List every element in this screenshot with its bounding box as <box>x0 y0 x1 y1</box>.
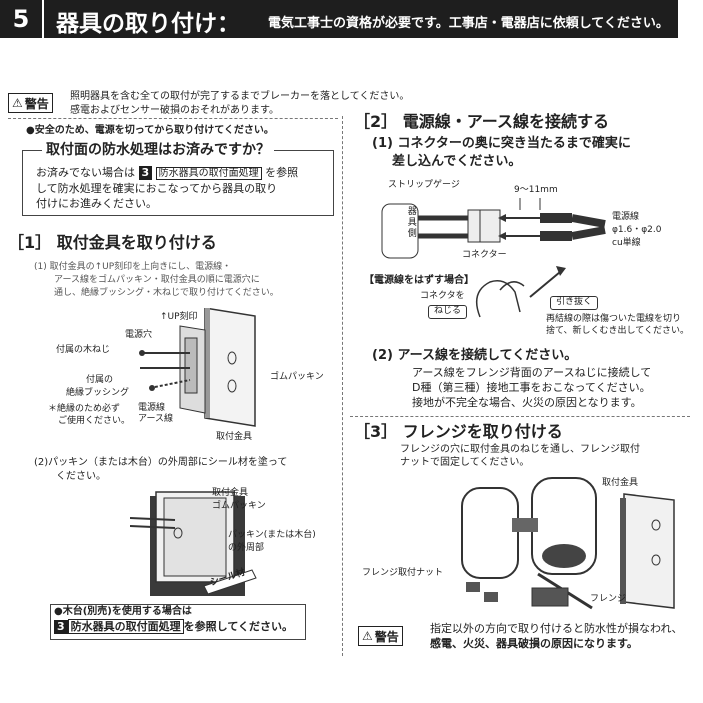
section1-step1-line2: アース線をゴムパッキン・取付金具の順に電源穴に <box>54 275 260 285</box>
bottom-warning-line1: 指定以外の方向で取り付けると防水性が損なわれ、 <box>430 622 683 635</box>
label-connector-rotate: コネクタを <box>420 291 465 301</box>
bracket-install-diagram <box>139 308 256 427</box>
label-power-hole: 電源穴 <box>125 330 153 340</box>
bottom-warning-badge: ⚠警告 <box>358 626 403 646</box>
label-connector: コネクター <box>462 250 507 260</box>
section1-step2-line1: (2)パッキン（または木台）の外周部にシール材を塗って <box>34 457 288 468</box>
label-power-wire: 電源線 <box>138 403 166 413</box>
label-wire2: φ1.6・φ2.0 <box>612 225 662 235</box>
top-warning-line1: 照明器具を含む全ての取付が完了するまでブレーカーを落としてください。 <box>70 91 410 102</box>
section2-step2-line2: D種（第三種）接地工事をおこなってください。 <box>412 381 651 394</box>
section-number: 5 <box>0 0 44 38</box>
label-flange: フレンジ <box>590 594 627 604</box>
label-flange-nut: フレンジ取付ナット <box>362 568 444 578</box>
label-wire3: cu単線 <box>612 238 641 248</box>
label-bushing-note2: ご使用ください。 <box>58 416 131 426</box>
section2-step1-line1: (1) コネクターの奥に突き当たるまで確実に <box>372 136 631 151</box>
label-strip-gauge: ストリップゲージ <box>388 180 460 190</box>
waterproof-box-line1: お済みでない場合は 3 防水器具の取付面処理 を参照 <box>36 166 299 181</box>
label2-packing-outer1: パッキン(または木台) <box>228 530 316 540</box>
waterproof-box-line3: 付けにお進みください。 <box>36 197 157 210</box>
label2-bracket: 取付金具 <box>212 488 249 498</box>
label-wire1: 電源線 <box>612 212 640 222</box>
section-header: 5 器具の取り付け： 電気工事士の資格が必要です。工事店・電器店に依頼してくださ… <box>0 0 678 38</box>
label-up-mark: ↑UP刻印 <box>160 312 198 322</box>
reuse-note1: 再結線の際は傷ついた電線を切り <box>546 314 682 324</box>
reuse-note2: 捨て、新しくむき出してください。 <box>546 326 690 336</box>
column-divider <box>342 116 343 656</box>
top-warning-line2: 感電およびセンサー破損のおそれがあります。 <box>70 105 279 116</box>
label-bushing2: 絶縁ブッシング <box>66 388 130 398</box>
label-bushing1: 付属の <box>86 375 114 385</box>
waterproof-box-line2: して防水処理を確実におこなってから器具の取り <box>36 182 278 195</box>
label2-packing-outer2: の外周部 <box>228 543 265 553</box>
label-fixture-side: 器具側 <box>405 206 416 239</box>
top-warning-badge: ⚠警告 <box>8 93 53 113</box>
section2-step2-line3: 接地が不完全な場合、火災の原因となります。 <box>412 396 642 409</box>
label-twist: ねじる <box>428 305 468 319</box>
remove-wire-hand-icon <box>475 266 566 318</box>
section2-step2-line1: アース線をフレンジ背面のアースねじに接続して <box>412 366 652 379</box>
bottom-warning-line2: 感電、火災、器具破損の原因になります。 <box>430 637 638 650</box>
label-bushing-note1: ＊絶縁のため必ず <box>48 404 121 414</box>
label-rubber-packing: ゴムパッキン <box>270 372 324 382</box>
section3-line1: フレンジの穴に取付金具のねじを通し、フレンジ取付 <box>400 444 640 455</box>
warning-triangle-icon: ⚠ <box>12 96 23 110</box>
section2-heading: ［2］ 電源線・アース線を接続する <box>354 112 609 131</box>
waterproof-box-title: 取付面の防水処理はお済みですか？ <box>42 141 274 160</box>
section3-line2: ナットで固定してください。 <box>400 457 530 468</box>
section2-step1-line2: 差し込んでください。 <box>392 154 522 169</box>
section-title: 器具の取り付け： <box>56 11 240 37</box>
label-bracket: 取付金具 <box>216 432 253 442</box>
sealant-diagram <box>130 491 245 596</box>
label-wood-screw: 付属の木ねじ <box>56 345 111 355</box>
label2-rubber-packing: ゴムパッキン <box>212 501 266 511</box>
section3-heading: ［3］ フレンジを取り付ける <box>354 422 563 441</box>
safety-note: ●安全のため、電源を切ってから取り付けてください。 <box>26 125 274 136</box>
label-pull-out: 引き抜く <box>550 296 599 310</box>
flange-install-diagram <box>461 477 675 610</box>
section1-heading: ［1］ 取付金具を取り付ける <box>8 233 217 252</box>
wood-base-note-line1: ●木台(別売)を使用する場合は <box>54 606 192 617</box>
wood-base-note-box <box>50 604 306 640</box>
section-subtitle: 電気工事士の資格が必要です。工事店・電器店に依頼してください。 <box>268 16 669 31</box>
section1-step2-line2: ください。 <box>56 471 106 482</box>
label-earth-wire: アース線 <box>138 414 174 424</box>
section2-step2-title: (2) アース線を接続してください。 <box>372 348 578 363</box>
connector-diagram <box>381 198 606 259</box>
label-strip-length: 9〜11mm <box>514 185 558 195</box>
remove-wire-title: 【電源線をはずす場合】 <box>364 275 474 286</box>
section1-step1-line3: 通し、絶縁ブッシング・木ねじで取り付けてください。 <box>54 288 279 298</box>
section1-step1-line1: (1) 取付金具の↑UP刻印を上向きにし、電源線・ <box>34 262 232 272</box>
warning-triangle-icon: ⚠ <box>362 629 373 643</box>
label-flange-bracket: 取付金具 <box>602 478 639 488</box>
